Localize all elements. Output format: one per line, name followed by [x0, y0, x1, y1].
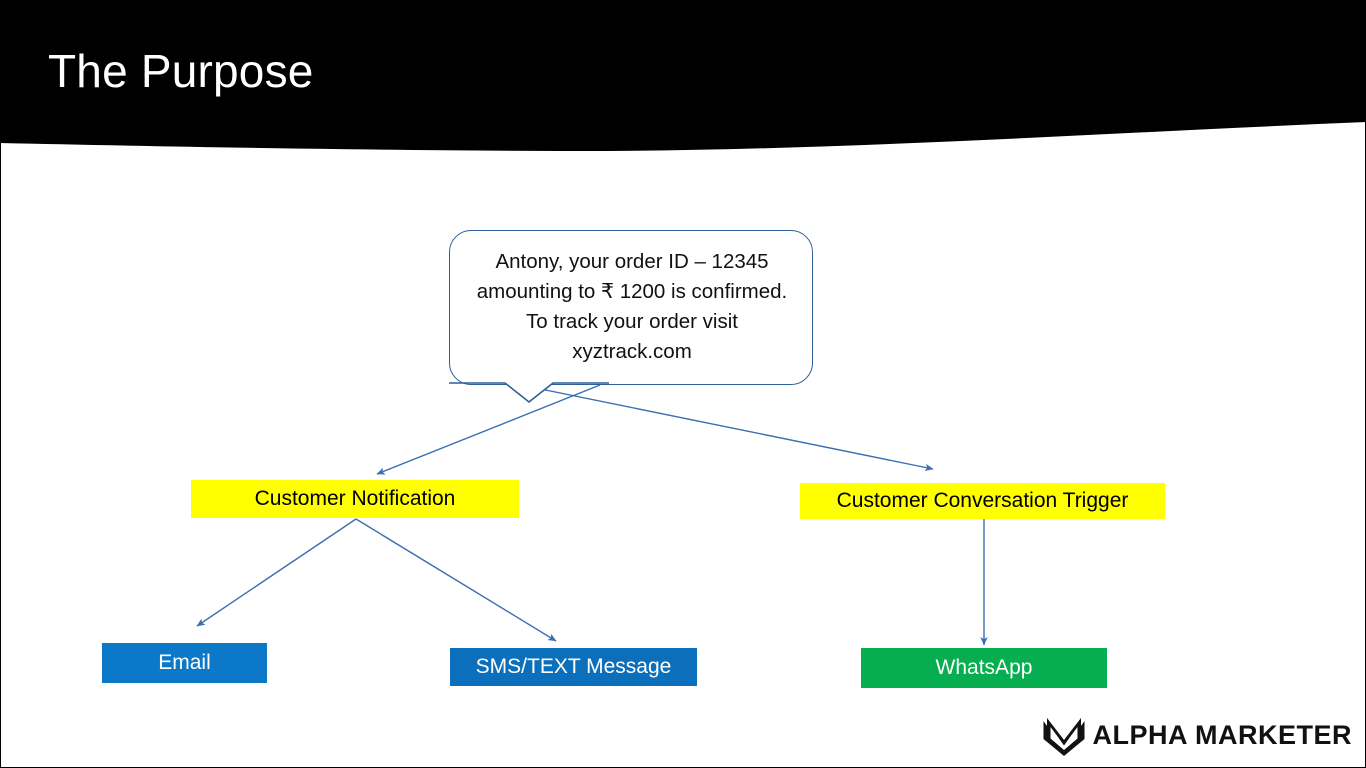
- connector-bubble-to-conversation: [520, 384, 934, 472]
- node-email-label: Email: [158, 651, 211, 674]
- message-bubble: Antony, your order ID – 12345 amounting …: [449, 230, 813, 385]
- brand-name: ALPHA MARKETER: [1092, 719, 1352, 750]
- connector-bubble-to-notification: [376, 384, 601, 475]
- node-whatsapp[interactable]: WhatsApp: [861, 648, 1107, 688]
- node-sms-text-message-label: SMS/TEXT Message: [475, 655, 672, 678]
- connector-notification-to-email: [196, 518, 357, 627]
- message-bubble-tail: [449, 382, 609, 404]
- header-band: [0, 0, 1366, 160]
- node-sms-text-message[interactable]: SMS/TEXT Message: [450, 648, 697, 686]
- connector-notification-to-sms: [355, 518, 557, 642]
- shield-m-logo-icon: [1043, 718, 1084, 756]
- page-title: The Purpose: [48, 45, 314, 97]
- node-customer-notification-label: Customer Notification: [254, 487, 456, 510]
- node-customer-conversation-trigger-label: Customer Conversation Trigger: [836, 489, 1129, 512]
- brand-logo: ALPHA MARKETER: [1041, 712, 1353, 758]
- node-email[interactable]: Email: [102, 643, 267, 683]
- message-bubble-text: Antony, your order ID – 12345 amounting …: [476, 250, 788, 363]
- node-customer-notification[interactable]: Customer Notification: [191, 480, 519, 518]
- node-customer-conversation-trigger[interactable]: Customer Conversation Trigger: [800, 483, 1165, 519]
- node-whatsapp-label: WhatsApp: [935, 656, 1033, 679]
